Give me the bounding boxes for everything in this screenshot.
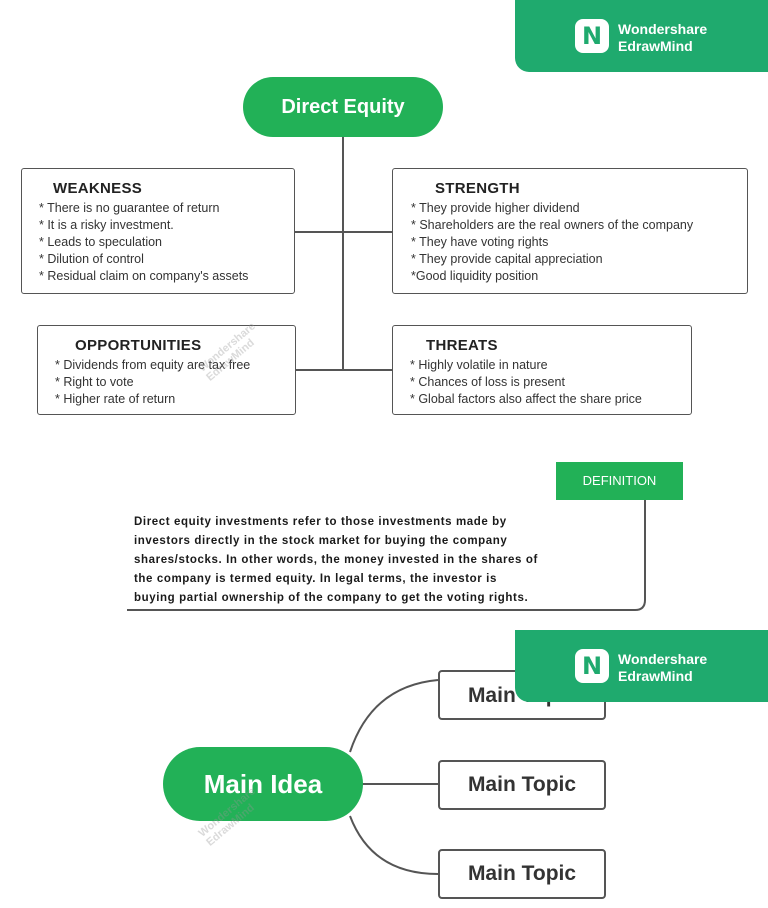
curve-to-topic-1 [349, 679, 439, 753]
edrawmind-logo-icon: N [575, 649, 609, 683]
list-item: * They provide higher dividend [411, 201, 580, 215]
list-item: * They have voting rights [411, 235, 549, 249]
strength-title: STRENGTH [435, 180, 520, 197]
list-item: * Global factors also affect the share p… [410, 392, 642, 406]
definition-line: shares/stocks. In other words, the money… [134, 554, 538, 566]
main-idea-node[interactable]: Main Idea [163, 747, 363, 821]
brand-name: Wondershare EdrawMind [618, 651, 708, 684]
list-item: * Shareholders are the real owners of th… [411, 218, 694, 232]
definition-bracket [127, 500, 646, 611]
list-item: * Right to vote [55, 375, 134, 389]
weakness-box[interactable]: WEAKNESS * There is no guarantee of retu… [21, 168, 295, 294]
list-item: * Leads to speculation [39, 235, 163, 249]
list-item: * There is no guarantee of return [39, 201, 220, 215]
definition-label[interactable]: DEFINITION [556, 462, 683, 500]
threats-title: THREATS [426, 337, 498, 354]
strength-list: * They provide higher dividend * Shareho… [411, 200, 693, 285]
opportunities-list: * Dividends from equity are tax free * R… [55, 357, 250, 408]
list-item: * Dividends from equity are tax free [55, 358, 251, 372]
list-item: * Residual claim on company's assets [39, 269, 249, 283]
root-node[interactable]: Direct Equity [243, 77, 443, 137]
weakness-list: * There is no guarantee of return * It i… [39, 200, 248, 285]
list-item: * Dilution of control [39, 252, 144, 266]
strength-box[interactable]: STRENGTH * They provide higher dividend … [392, 168, 748, 294]
weakness-title: WEAKNESS [53, 180, 143, 197]
brand-badge-bottom[interactable]: N Wondershare EdrawMind [515, 630, 768, 702]
opportunities-title: OPPORTUNITIES [75, 337, 202, 354]
definition-line: investors directly in the stock market f… [134, 535, 508, 547]
brand-badge-top[interactable]: N Wondershare EdrawMind [515, 0, 768, 72]
main-topic-node[interactable]: Main Topic [438, 760, 606, 810]
list-item: *Good liquidity position [411, 269, 539, 283]
definition-line: Direct equity investments refer to those… [134, 516, 507, 528]
list-item: * It is a risky investment. [39, 218, 174, 232]
main-topic-node[interactable]: Main Topic [438, 849, 606, 899]
curve-to-topic-3 [349, 815, 439, 875]
definition-text: Direct equity investments refer to those… [134, 513, 639, 608]
list-item: * Highly volatile in nature [410, 358, 548, 372]
edrawmind-logo-icon: N [575, 19, 609, 53]
brand-name: Wondershare EdrawMind [618, 21, 708, 54]
definition-line: buying partial ownership of the company … [134, 592, 529, 604]
definition-line: the company is termed equity. In legal t… [134, 573, 497, 585]
threats-box[interactable]: THREATS * Highly volatile in nature * Ch… [392, 325, 692, 415]
list-item: * They provide capital appreciation [411, 252, 603, 266]
opportunities-box[interactable]: OPPORTUNITIES * Dividends from equity ar… [37, 325, 296, 415]
threats-list: * Highly volatile in nature * Chances of… [410, 357, 642, 408]
list-item: * Higher rate of return [55, 392, 176, 406]
list-item: * Chances of loss is present [410, 375, 565, 389]
